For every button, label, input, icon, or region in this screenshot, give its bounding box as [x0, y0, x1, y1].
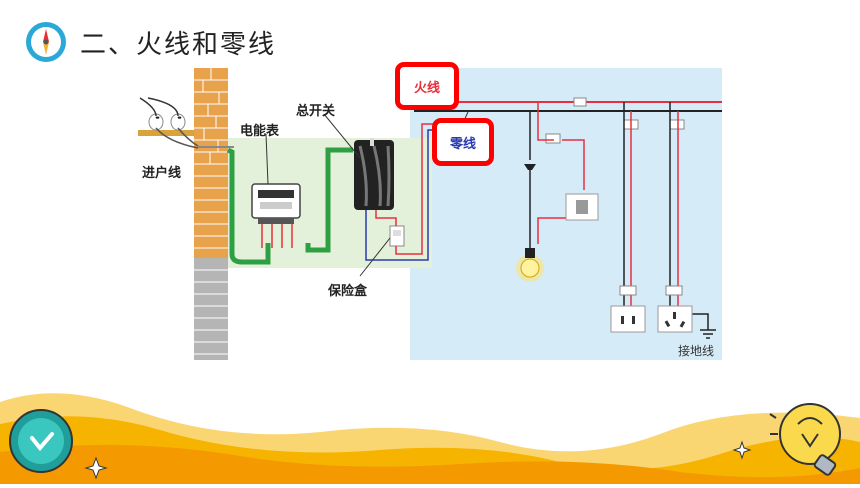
ground-wire-label: 接地线: [678, 344, 715, 358]
sparkle-icon: [84, 456, 108, 480]
lightbulb-icon: [769, 403, 841, 476]
main-switch-label: 总开关: [296, 104, 336, 119]
incoming-line-label: 进户线: [142, 166, 182, 181]
clock-icon: [9, 409, 73, 473]
page-title: 二、火线和零线: [80, 30, 277, 60]
meter-output-wire: [305, 147, 353, 253]
live-wire-highlight: 火线: [395, 62, 459, 110]
bottom-decoration: [0, 372, 860, 484]
energy-meter: [251, 183, 301, 248]
live-wire-label: 火线: [413, 80, 440, 96]
socket-junctions: [619, 285, 683, 296]
fuse-box-label: 保险盒: [328, 284, 368, 299]
meter-label: 电能表: [240, 124, 280, 139]
meter-input-wire: [226, 147, 271, 265]
neutral-wire-highlight: 零线: [432, 118, 494, 166]
sparkle-icon: [732, 440, 752, 460]
socket-three-pin: [657, 305, 693, 333]
socket-branch-2: [669, 102, 709, 330]
neutral-lead-wire: [365, 129, 438, 261]
socket-branch-1: [623, 102, 632, 308]
wall-switch: [565, 193, 599, 221]
insulator-bracket: [138, 97, 199, 149]
lightbulb-fixture: [516, 248, 544, 282]
wiring-illustration: [138, 68, 722, 360]
lamp-branch: [524, 102, 585, 248]
socket-two-pin: [610, 305, 646, 333]
live-lead-wire: [395, 123, 438, 255]
fuse-box: [389, 225, 405, 247]
ground-symbol-icon: [700, 329, 716, 339]
brick-wall: [194, 68, 228, 360]
neutral-wire-label: 零线: [449, 136, 476, 152]
wiring-diagram: 进户线 电能表 总开关 保险盒 接地线: [138, 68, 722, 360]
header: 二、火线和零线: [0, 0, 860, 70]
compass-icon: [26, 22, 66, 62]
main-switch: [354, 138, 394, 210]
